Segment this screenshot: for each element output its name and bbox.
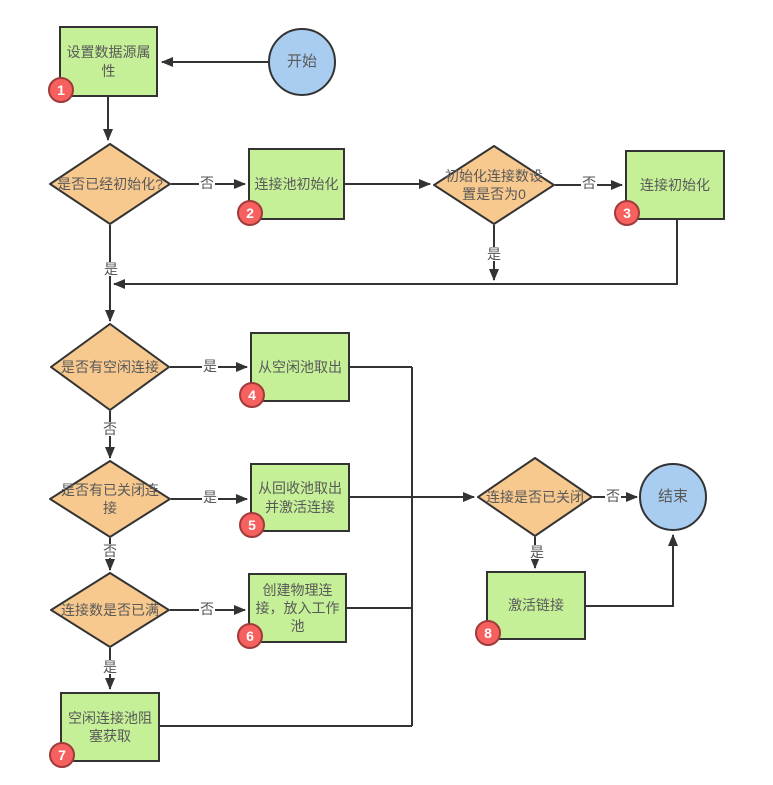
decision-conn-closed: 连接是否已关闭 (477, 457, 593, 537)
process-conn-init: 连接初始化 3 (614, 150, 725, 226)
decision-label: 是否已经初始化? (57, 175, 163, 192)
process-label: 设置数据源属性 (66, 44, 151, 79)
edge-label-d3-no: 否 (102, 421, 118, 437)
diamond-shape (477, 457, 593, 537)
step-badge-6: 6 (237, 623, 263, 649)
edge-label-d1-no: 否 (199, 175, 215, 191)
step-badge-1: 1 (48, 77, 74, 103)
edge-label-d2-yes: 是 (486, 246, 502, 262)
decision-is-initialized: 是否已经初始化? (49, 143, 171, 225)
decision-has-idle: 是否有空闲连接 (50, 323, 170, 411)
process-label: 从回收池取出并激活连接 (258, 480, 342, 515)
decision-label: 连接是否已关闭 (486, 488, 584, 505)
process-label: 连接池初始化 (254, 175, 339, 192)
edge-label-d4-no: 否 (102, 543, 118, 559)
process-take-from-recycle: 从回收池取出并激活连接 5 (239, 463, 350, 538)
decision-label: 是否有已关闭连接 (61, 481, 159, 516)
decision-label: 初始化连接数设置是否为0 (445, 167, 543, 202)
decision-init-count-zero: 初始化连接数设置是否为0 (433, 145, 555, 225)
edge-label-d2-no: 否 (581, 175, 597, 191)
edge-label-d6-no: 否 (605, 488, 621, 504)
process-pool-init: 连接池初始化 2 (237, 148, 345, 226)
decision-has-closed: 是否有已关闭连接 (49, 460, 171, 538)
decision-pool-full: 连接数是否已满 (50, 572, 170, 648)
diamond-shape (433, 145, 555, 225)
decision-label: 是否有空闲连接 (61, 358, 159, 375)
diamond-shape (50, 572, 170, 648)
start-node: 开始 (268, 28, 336, 96)
process-label: 激活链接 (508, 597, 564, 614)
step-badge-8: 8 (475, 620, 501, 646)
diamond-shape (50, 323, 170, 411)
process-create-physical: 创建物理连接，放入工作池 6 (237, 573, 347, 649)
edge-label-d1-yes: 是 (103, 261, 119, 277)
process-label: 创建物理连接，放入工作池 (255, 581, 340, 635)
process-set-datasource: 设置数据源属性 1 (48, 26, 158, 103)
end-node: 结束 (639, 463, 707, 531)
edge-label-d5-yes: 是 (102, 659, 118, 675)
edge-label-d4-yes: 是 (202, 489, 218, 505)
decision-label: 连接数是否已满 (61, 601, 159, 618)
process-activate: 激活链接 8 (475, 571, 586, 646)
edge-label-d6-yes: 是 (529, 544, 545, 560)
process-label: 空闲连接池阻塞获取 (68, 709, 152, 744)
process-label: 从空闲池取出 (258, 358, 342, 375)
edge-label-d3-yes: 是 (202, 358, 218, 374)
step-badge-7: 7 (49, 742, 75, 768)
step-badge-2: 2 (237, 200, 263, 226)
diamond-shape (49, 460, 171, 538)
process-take-from-idle: 从空闲池取出 4 (239, 332, 350, 408)
step-badge-5: 5 (239, 512, 265, 538)
process-idle-block: 空闲连接池阻塞获取 7 (49, 692, 160, 768)
diamond-shape (49, 143, 171, 225)
end-label: 结束 (657, 488, 688, 506)
start-label: 开始 (286, 53, 317, 71)
step-badge-3: 3 (614, 200, 640, 226)
step-badge-4: 4 (239, 382, 265, 408)
process-label: 连接初始化 (640, 176, 710, 193)
edge-label-d5-no: 否 (199, 601, 215, 617)
